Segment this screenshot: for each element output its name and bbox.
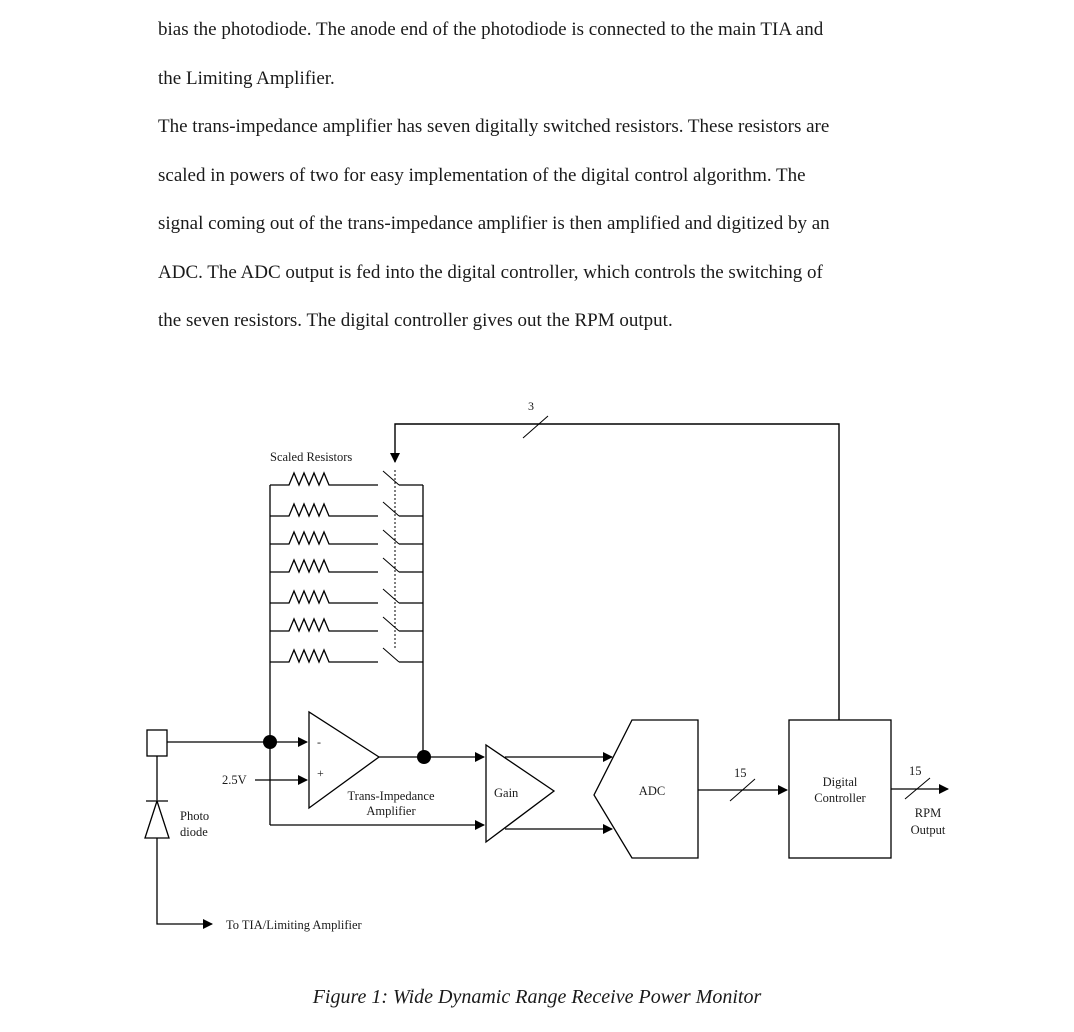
text-line: scaled in powers of two for easy impleme… — [158, 164, 806, 186]
controller-label-2: Controller — [814, 791, 866, 805]
adc-output-bus — [698, 778, 788, 802]
rpm-label-1: RPM — [915, 806, 941, 820]
text-line: The trans-impedance amplifier has seven … — [158, 116, 830, 137]
resistor-row — [270, 529, 423, 546]
rpm-output-bus — [891, 777, 949, 800]
gain-label: Gain — [494, 786, 519, 800]
text-line: bias the photodiode. The anode end of th… — [158, 19, 824, 40]
figure-caption: Figure 1: Wide Dynamic Range Receive Pow… — [312, 986, 762, 1008]
resistor-icon — [270, 558, 378, 574]
resistor-row — [270, 470, 423, 487]
rpm-label-2: Output — [911, 823, 946, 837]
resistor-icon — [270, 530, 378, 546]
resistor-row — [270, 647, 423, 664]
switch-icon — [382, 557, 400, 573]
output-bus-width-label: 15 — [909, 764, 922, 778]
paragraph-1: bias the photodiode. The anode end of th… — [158, 6, 918, 103]
junction-dot — [417, 750, 431, 764]
to-tia-label: To TIA/Limiting Amplifier — [226, 918, 363, 932]
switch-icon — [382, 529, 400, 545]
resistor-row — [270, 616, 423, 633]
text-line: signal coming out of the trans-impedance… — [158, 213, 830, 234]
switch-icon — [382, 501, 400, 517]
switch-icon — [382, 647, 400, 663]
tia-plus-label: + — [317, 766, 324, 780]
photodiode-terminal — [146, 729, 168, 757]
text-line: ADC. The ADC output is fed into the digi… — [158, 261, 823, 283]
switch-icon — [382, 616, 400, 632]
resistor-icon — [270, 648, 378, 664]
feedback-bus — [390, 415, 840, 720]
adc-label: ADC — [639, 784, 665, 798]
resistor-row — [270, 501, 423, 518]
resistor-icon — [270, 471, 378, 487]
junction-dot — [263, 735, 277, 749]
switch-icon — [382, 470, 400, 486]
photodiode-icon — [144, 798, 170, 839]
resistor-icon — [270, 617, 378, 633]
tia-amplifier — [255, 710, 485, 830]
digital-controller-block — [788, 719, 892, 859]
controller-label-1: Digital — [823, 775, 858, 789]
resistor-row — [270, 588, 423, 605]
tia-label-1: Trans-Impedance — [347, 789, 434, 803]
photodiode-node — [144, 729, 270, 929]
adc-bus-width-label: 15 — [734, 766, 747, 780]
switch-icon — [382, 588, 400, 604]
bias-voltage-label: 2.5V — [222, 773, 247, 787]
resistor-bank — [269, 470, 424, 825]
text-line: the Limiting Amplifier. — [158, 67, 335, 89]
gain-triangle-icon — [485, 743, 556, 844]
gain-stage — [485, 743, 613, 844]
tia-minus-label: - — [317, 735, 321, 749]
resistor-icon — [270, 502, 378, 518]
photodiode-label-2: diode — [180, 825, 208, 839]
tia-label-2: Amplifier — [366, 804, 416, 818]
adc-block — [593, 719, 699, 859]
tia-triangle-icon — [308, 710, 381, 810]
resistor-row — [270, 557, 423, 574]
adc-shape — [593, 719, 699, 859]
scaled-resistors-label: Scaled Resistors — [270, 450, 352, 464]
text-line: the seven resistors. The digital control… — [158, 310, 673, 331]
paragraph-2: The trans-impedance amplifier has seven … — [158, 103, 918, 346]
feedback-bus-width-label: 3 — [528, 399, 534, 413]
photodiode-label-1: Photo — [180, 809, 209, 823]
resistor-icon — [270, 589, 378, 605]
